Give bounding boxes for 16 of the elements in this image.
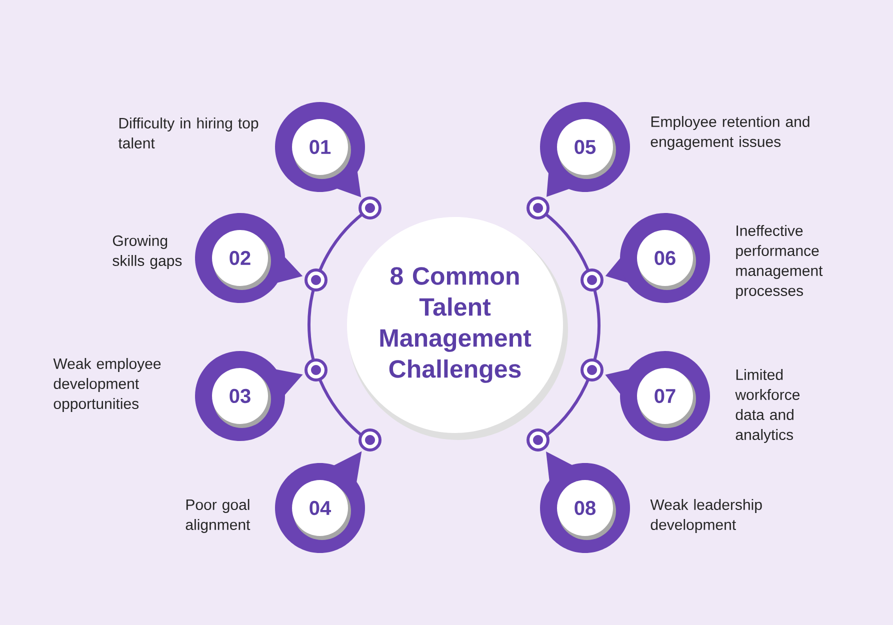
description-text: Ineffective performance management processes — [736, 225, 823, 299]
description-text: Growing skills gaps — [112, 235, 182, 269]
description-text: Poor goal alignment — [186, 499, 250, 533]
number-badge: 05 — [540, 102, 630, 197]
description-text: Weak employee development opportunities — [53, 358, 161, 412]
number-badge: 08 — [540, 452, 630, 553]
number-badge: 04 — [275, 451, 365, 553]
description-text: Difficulty in hiring top talent — [118, 118, 258, 148]
description-text: Weak leadership development — [650, 499, 762, 533]
number-badge: 01 — [275, 102, 365, 198]
number-badge: 03 — [195, 351, 303, 441]
number-badge: 06 — [605, 213, 710, 303]
number-badge: 07 — [605, 351, 710, 441]
description-text: Limited workforce data and analytics — [735, 369, 800, 443]
description-text: Employee retention and engagement issues — [650, 116, 810, 150]
number-badge: 02 — [195, 213, 303, 303]
